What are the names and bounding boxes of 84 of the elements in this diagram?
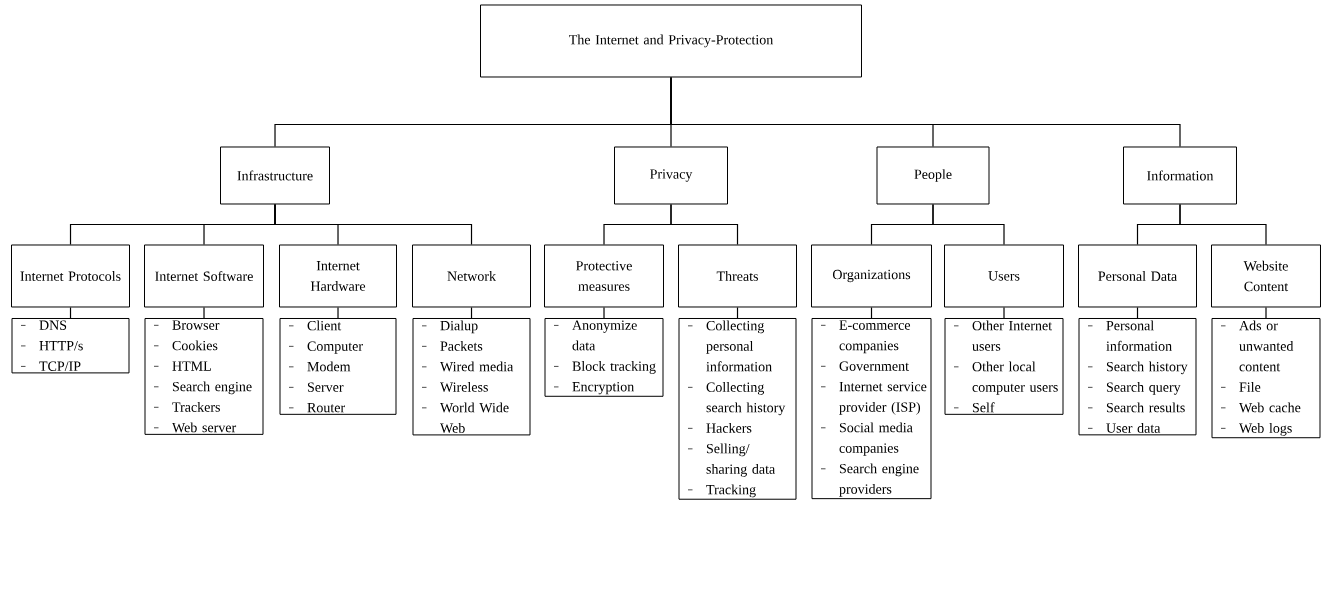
list-item: DNS [20,320,67,330]
list-item: Government [820,361,909,371]
list-item: Cookies [153,340,218,351]
category-box: Information [1123,146,1237,205]
category-box: People [876,146,990,205]
list-item: Block tracking [553,361,656,374]
list-box [144,318,264,435]
list-item: E-commerce companies [820,320,911,354]
list-item: Search query [1087,382,1181,395]
list-item: Encryption [553,382,634,395]
list-item: Self [953,402,995,413]
list-item: Client [288,320,342,331]
title-box: The Internet and Privacy-Protection [480,4,862,78]
list-item: World Wide Web [421,402,509,433]
connector-line [670,76,1181,148]
list-item: Anonymize data [553,320,637,351]
list-item: Search history [1087,361,1188,375]
list-item: HTTP/s [20,341,83,351]
list-item: Other local computer users [953,361,1058,395]
list-item: Dialup [421,320,478,334]
connector-line [1003,306,1005,319]
list-item: Trackers [153,401,220,412]
connector-line [1265,306,1267,319]
list-box [412,318,531,436]
list-item: TCP/IP [20,361,81,371]
connector-line [670,203,739,246]
list-item: User data [1087,423,1161,433]
category-box: Internet Software [144,244,264,308]
list-item: Modem [288,361,351,372]
list-item: Server [288,382,344,392]
connector-line [603,306,605,319]
list-box [1078,318,1197,436]
list-item: Search engine [153,381,252,395]
list-box [544,318,664,397]
list-box [678,318,797,500]
list-item: Web cache [1220,402,1301,413]
category-box: Threats [678,244,797,308]
list-box [944,318,1064,415]
list-item: Wired media [421,361,514,372]
list-item: Internet service provider (ISP) [820,381,927,415]
category-box: Website Content [1211,244,1321,308]
list-box [811,318,932,500]
list-item: HTML [153,361,211,371]
connector-line [69,306,72,319]
category-box: Internet Protocols [11,244,130,308]
category-box: Organizations [811,244,932,308]
connector-line [932,203,1005,246]
list-box [279,318,397,415]
category-box: Protective measures [544,244,664,308]
category-box: Personal Data [1078,244,1197,308]
category-box: Internet Hardware [279,244,397,308]
list-item: Browser [153,320,220,330]
list-item: Social media companies [820,422,913,456]
list-item: Search results [1087,402,1185,413]
list-item: Packets [421,341,483,351]
list-box [11,318,130,374]
list-item: Hackers [687,423,752,433]
list-item: Search engine providers [820,463,919,497]
category-box: Infrastructure [220,146,330,205]
list-item: File [1220,382,1261,392]
list-item: Ads or unwanted content [1220,320,1294,372]
list-item: Collecting personal information [687,320,772,372]
list-item: Computer [288,341,363,354]
list-item: Collecting search history [687,382,786,416]
list-item: Other Internet users [953,320,1052,351]
category-box: Privacy [614,146,728,205]
connector-line [203,306,205,319]
list-item: Personal information [1087,320,1172,351]
list-item: Selling/ sharing data [687,443,775,477]
category-box: Network [412,244,531,308]
list-item: Tracking [687,484,756,498]
connector-line [337,306,339,319]
list-item: Router [288,403,345,413]
list-item: Web server [153,422,237,433]
connector-line [870,306,873,319]
connector-line [736,306,739,319]
connector-line [470,306,473,319]
list-item: Wireless [421,382,488,392]
category-box: Users [944,244,1064,308]
connector-line [274,203,473,246]
connector-line [1179,203,1267,246]
list-item: Web logs [1220,423,1292,436]
list-box [1211,318,1321,439]
connector-line [1136,306,1139,319]
